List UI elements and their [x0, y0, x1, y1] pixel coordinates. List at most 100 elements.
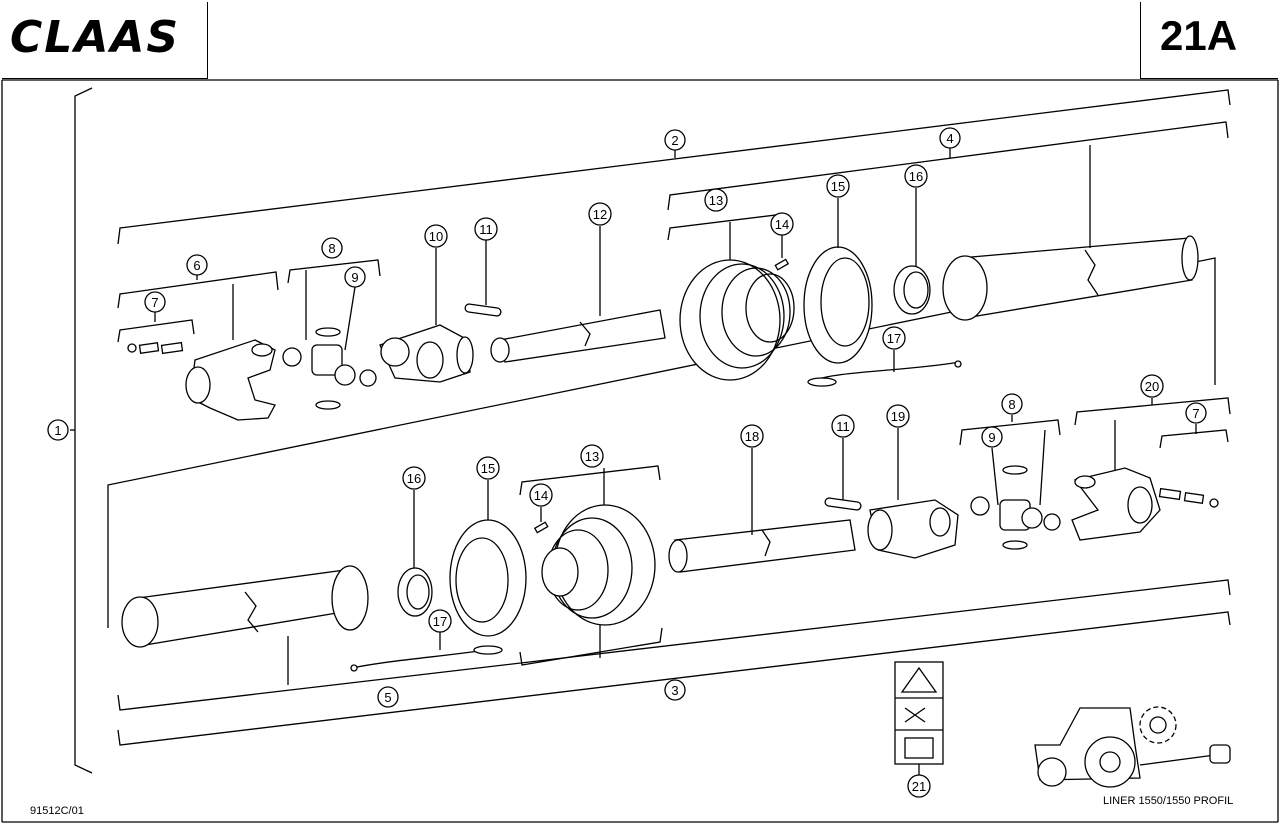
bracket-3 [117, 579, 1231, 711]
svg-text:8: 8 [1008, 397, 1015, 412]
callout-1: 1 [47, 419, 69, 441]
part-12-inner-tube [490, 309, 666, 363]
svg-text:15: 15 [831, 179, 845, 194]
callout-7b: 7 [1185, 402, 1207, 424]
part-6-yoke [185, 339, 276, 421]
callout-5: 5 [377, 686, 399, 708]
svg-text:3: 3 [671, 683, 678, 698]
callout-4: 4 [939, 127, 961, 149]
svg-text:9: 9 [988, 430, 995, 445]
svg-text:7: 7 [151, 295, 158, 310]
page-number: 21A [1160, 12, 1238, 59]
svg-text:13: 13 [709, 193, 723, 208]
svg-text:17: 17 [433, 614, 447, 629]
part-10-inner-yoke [379, 324, 474, 383]
part-13b-guard-cone [541, 504, 656, 626]
callout-21: 21 [907, 774, 931, 798]
callout-3: 3 [664, 679, 686, 701]
callout-17b: 17 [428, 609, 452, 633]
callout-13b: 13 [580, 444, 604, 468]
svg-text:15: 15 [481, 461, 495, 476]
callout-9b: 9 [981, 426, 1003, 448]
svg-text:1: 1 [54, 423, 61, 438]
svg-text:20: 20 [1145, 379, 1159, 394]
svg-text:6: 6 [193, 258, 200, 273]
svg-text:21: 21 [912, 779, 926, 794]
part-8a-cross-joint [282, 327, 377, 410]
svg-text:17: 17 [887, 331, 901, 346]
model-label: LINER 1550/1550 PROFIL [1103, 795, 1234, 807]
svg-text:14: 14 [534, 488, 548, 503]
part-7a-bolt-set [127, 341, 184, 355]
svg-text:16: 16 [407, 471, 421, 486]
callout-7a: 7 [144, 291, 166, 313]
svg-text:9: 9 [351, 270, 358, 285]
callout-11b: 11 [831, 414, 855, 438]
bracket-2-lower [107, 257, 1216, 488]
part-21-warning-labels [894, 661, 944, 775]
part-19-outer-yoke [867, 499, 959, 559]
bracket-13b-lower [519, 627, 663, 666]
callout-6: 6 [186, 254, 208, 276]
part-7b-bolt-set [1158, 487, 1219, 508]
part-20-yoke [1071, 467, 1161, 541]
svg-text:12: 12 [593, 207, 607, 222]
brand-logo: CLAAS [10, 12, 181, 63]
tractor-icon [1034, 706, 1231, 788]
callout-17a: 17 [882, 326, 906, 350]
part-14a-screw [774, 258, 790, 271]
svg-text:10: 10 [429, 229, 443, 244]
bracket-2 [117, 89, 1231, 245]
bracket-7a [117, 319, 195, 343]
part-18-outer-tube [668, 519, 856, 573]
callout-16b: 16 [402, 466, 426, 490]
leader-lines [154, 145, 1197, 685]
page-number-box [1140, 2, 1278, 79]
part-14b-screw [533, 521, 549, 534]
bracket-7b [1159, 429, 1229, 449]
callout-18: 18 [740, 424, 764, 448]
callout-8a: 8 [321, 237, 343, 259]
svg-text:13: 13 [585, 449, 599, 464]
callout-8b: 8 [1001, 393, 1023, 415]
svg-text:19: 19 [891, 409, 905, 424]
svg-text:8: 8 [328, 241, 335, 256]
callout-15b: 15 [476, 456, 500, 480]
svg-text:18: 18 [745, 429, 759, 444]
svg-text:5: 5 [384, 690, 391, 705]
part-17b-chain [350, 645, 503, 672]
drawing-number: 91512C/01 [30, 805, 84, 817]
callout-15a: 15 [826, 174, 850, 198]
callout-10: 10 [424, 224, 448, 248]
part-11b-pin [824, 497, 862, 511]
svg-text:16: 16 [909, 169, 923, 184]
svg-text:11: 11 [836, 419, 850, 434]
svg-text:14: 14 [775, 217, 789, 232]
logo-box [2, 2, 208, 79]
svg-text:4: 4 [946, 131, 953, 146]
callout-9a: 9 [344, 266, 366, 288]
callout-13a: 13 [704, 188, 728, 212]
bracket-8b [959, 419, 1061, 446]
bracket-13b [519, 465, 661, 496]
svg-text:2: 2 [671, 133, 678, 148]
part-16a-clip [893, 265, 931, 315]
callout-11a: 11 [474, 217, 498, 241]
part-16b-clip [397, 567, 433, 617]
svg-text:7: 7 [1192, 406, 1199, 421]
callout-14a: 14 [770, 212, 794, 236]
svg-text:11: 11 [479, 222, 493, 237]
part-17a-chain [807, 360, 962, 387]
callout-12: 12 [588, 202, 612, 226]
bracket-5 [117, 611, 1231, 746]
bracket-8a [287, 259, 381, 284]
part-4-outer-guard-tube [942, 235, 1199, 321]
part-8b-cross-joint [970, 465, 1061, 550]
part-11a-pin [464, 303, 502, 317]
bracket-6 [117, 271, 279, 309]
part-5-outer-guard-tube [121, 565, 369, 648]
callout-20: 20 [1140, 374, 1164, 398]
callout-14b: 14 [529, 483, 553, 507]
